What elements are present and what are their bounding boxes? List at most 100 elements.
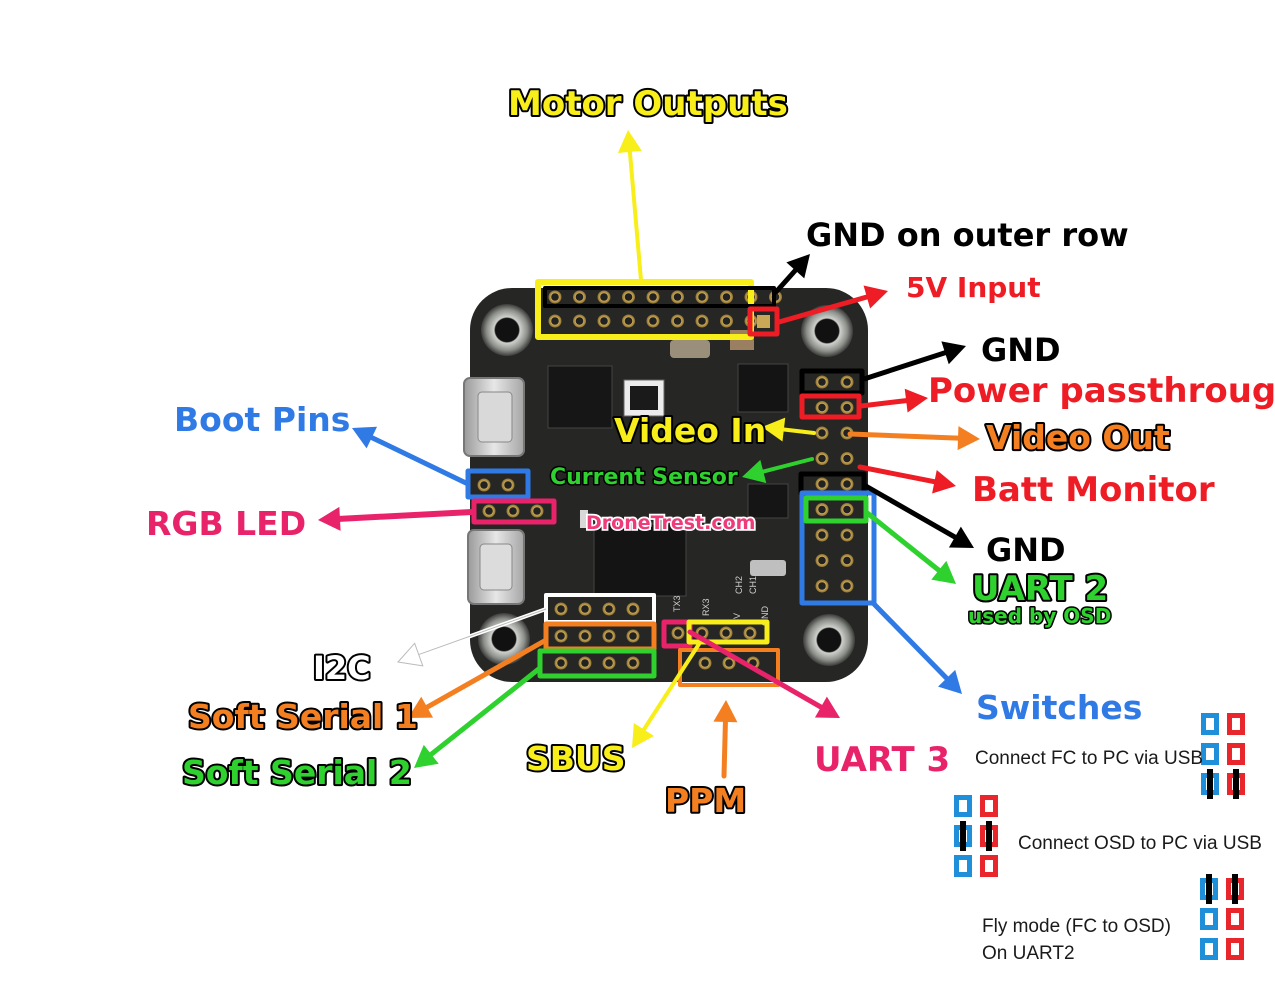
arrow-current-sensor [742, 457, 814, 484]
arrow-motor-outputs [617, 130, 643, 282]
switch-block-inner [959, 860, 967, 872]
solder-pad [815, 554, 829, 567]
label-video-out: Video Out [986, 418, 1170, 457]
solder-pad [646, 290, 660, 304]
solder-pad [840, 579, 854, 593]
label-sbus: SBUS [526, 739, 625, 778]
solder-pad [671, 314, 684, 328]
solder-pad [548, 314, 562, 328]
label-5v-input: 5V Input [906, 271, 1041, 304]
solder-pad [597, 290, 611, 304]
osd-chip [547, 365, 613, 429]
watermark-text: DroneTrest.com [586, 512, 755, 534]
switch-mode-fc-usb: Connect FC to PC via USB [975, 748, 1203, 769]
switch-block-inner [1231, 943, 1239, 955]
switch-mode-fly-line1: Fly mode (FC to OSD) [982, 916, 1171, 937]
arrow-rgb-led [318, 506, 475, 531]
crystal-2 [750, 560, 786, 576]
switch-mode-legend: Connect FC to PC via USB Connect OSD to … [954, 713, 1262, 964]
solder-pad [646, 314, 660, 328]
flight-controller-board: TX3 RX3 5V GND CH2 CH1 [463, 288, 868, 682]
arrow-i2c-outline [397, 608, 547, 667]
solder-pad [815, 401, 829, 414]
solder-pad [597, 314, 611, 328]
solder-pad [501, 478, 515, 492]
ppm-box [678, 648, 780, 687]
label-power-passthrough: Power passthrough [928, 371, 1275, 411]
solder-pad [578, 629, 592, 643]
solder-pad [626, 602, 640, 616]
solder-pad [695, 314, 709, 328]
arrow-uart3 [687, 629, 840, 718]
switch-icon-fc-usb [1201, 713, 1245, 799]
label-uart2: UART 2 [972, 569, 1108, 609]
switch-block-inner [1206, 748, 1214, 760]
silk-ch2: CH2 [734, 576, 744, 594]
solder-pad [602, 656, 616, 670]
solder-pad [815, 528, 829, 542]
mounting-hole-tr [801, 305, 853, 357]
switch-mode-fly-line2: On UART2 [982, 943, 1075, 964]
solder-pad [602, 629, 616, 643]
switch-block-inner [1206, 718, 1214, 730]
solder-pad-square [757, 315, 770, 328]
label-gnd-mid: GND [986, 531, 1066, 569]
switch-block-inner [1232, 748, 1240, 760]
solder-pad [554, 656, 568, 670]
label-soft-serial-1: Soft Serial 1 [188, 697, 418, 736]
solder-pad [626, 656, 640, 670]
solder-pad [554, 629, 568, 643]
arrow-switches [871, 601, 962, 694]
solder-pad [573, 290, 586, 304]
arrow-soft-serial-2 [414, 665, 543, 768]
arrow-batt-monitor [857, 464, 956, 494]
solder-pad [671, 626, 685, 640]
switch-block-inner [985, 800, 993, 812]
switch-jumper [1207, 769, 1213, 799]
solder-pad [840, 401, 854, 414]
label-batt-monitor: Batt Monitor [972, 470, 1215, 510]
solder-pad [815, 426, 829, 440]
label-switches: Switches [976, 688, 1142, 727]
solder-pad [554, 602, 568, 616]
solder-pad [578, 602, 592, 616]
arrow-video-in [762, 417, 816, 442]
gnd-top-box [799, 368, 865, 396]
mounting-hole-br [803, 614, 855, 666]
switch-block-inner [1231, 913, 1239, 925]
solder-pad [626, 629, 640, 643]
regulator-chip [737, 363, 789, 413]
switch-jumper [986, 821, 992, 851]
solder-pad [622, 314, 635, 328]
switch-jumper [1233, 769, 1239, 799]
switch-block-inner [1205, 943, 1213, 955]
mounting-hole-tl [481, 304, 533, 356]
solder-pad [578, 656, 592, 670]
arrow-power-passthrough [858, 388, 928, 413]
label-boot-pins: Boot Pins [174, 400, 350, 439]
switch-icon-osd-usb [954, 795, 998, 877]
label-i2c: I2C [313, 649, 371, 687]
solder-pad [815, 503, 829, 516]
solder-pad [548, 290, 562, 304]
arrow-gnd-outer-row [773, 254, 810, 295]
label-gnd-outer-row: GND on outer row [806, 216, 1129, 254]
arrow-uart2 [863, 509, 956, 584]
silk-ch1: CH1 [748, 576, 758, 594]
solder-pad [815, 579, 829, 593]
solder-pad [698, 656, 712, 670]
label-ppm: PPM [665, 781, 746, 820]
solder-pad [720, 314, 733, 328]
solder-pad [671, 290, 684, 304]
solder-pad [482, 504, 496, 518]
silk-5v: 5V [732, 613, 742, 624]
solder-pad [695, 290, 709, 304]
switch-block-inner [1232, 718, 1240, 730]
arrow-gnd-mid [861, 482, 974, 548]
solder-pad [815, 452, 829, 465]
switch-block-inner [1205, 913, 1213, 925]
arrow-ppm [713, 700, 738, 779]
switch-jumper [1232, 874, 1238, 904]
arrow-sbus [632, 642, 701, 748]
